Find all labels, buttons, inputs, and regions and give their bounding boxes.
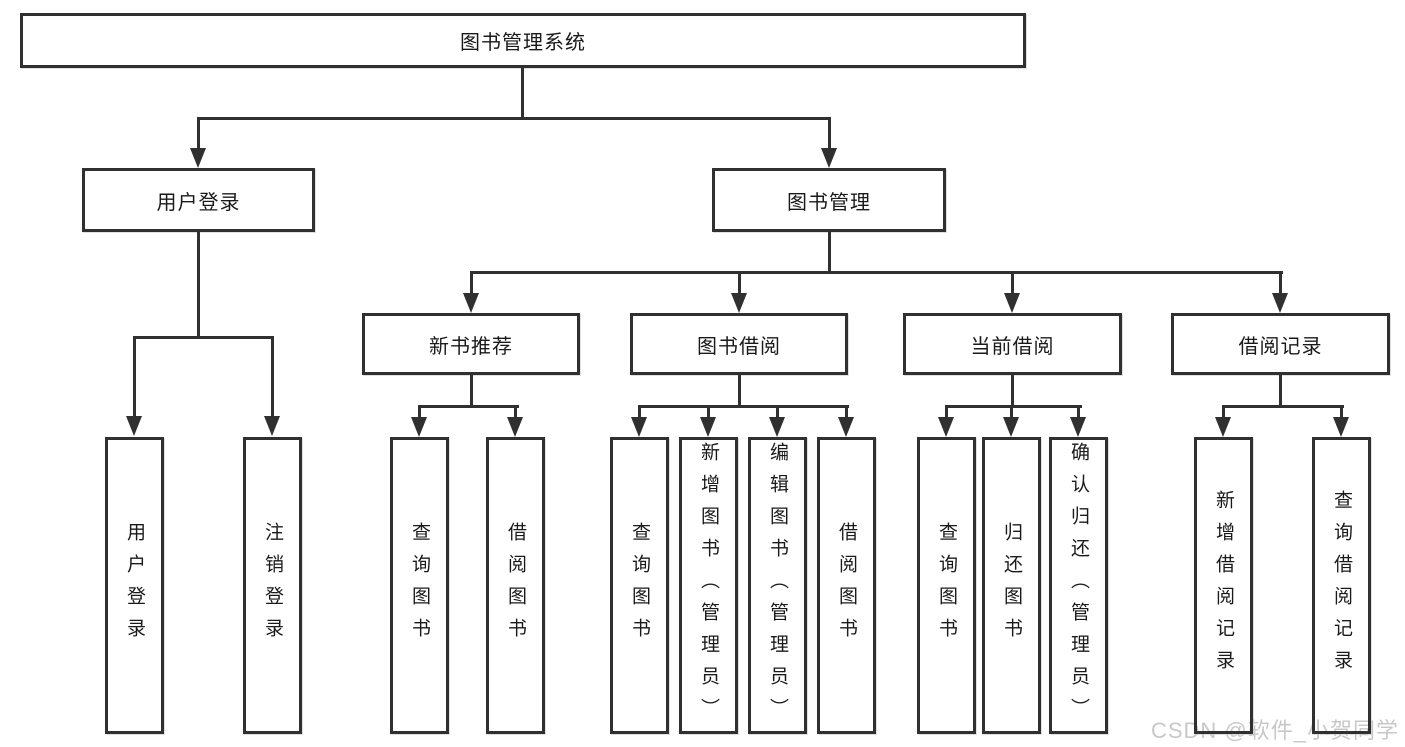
connector-current-borrow-stem bbox=[1011, 373, 1014, 408]
arrowhead-book-borrow bbox=[731, 293, 747, 313]
arrowhead-return-book bbox=[1003, 417, 1019, 437]
arrowhead-query-book-3 bbox=[938, 417, 954, 437]
connector-new-book-stem bbox=[470, 373, 473, 408]
connector-drop bbox=[707, 405, 710, 421]
arrowhead-current-borrow bbox=[1004, 293, 1020, 313]
leaf-user-login: 用户登录 bbox=[105, 437, 164, 734]
connector-book-mgmt-stem bbox=[828, 230, 831, 274]
arrowhead-query-record bbox=[1333, 417, 1349, 437]
leaf-return-book: 归还图书 bbox=[982, 437, 1041, 734]
connector-borrow-records-split bbox=[1222, 405, 1344, 408]
connector-drop-current-borrow bbox=[1011, 271, 1014, 297]
arrowhead-borrow-book-1 bbox=[507, 417, 523, 437]
leaf-query-book-under-book-borrow: 查询图书 bbox=[610, 437, 669, 734]
connector-root-right-drop bbox=[828, 117, 831, 152]
leaf-edit-book-admin: 编辑图书（管理员） bbox=[748, 437, 807, 734]
leaf-borrow-book-under-new-book: 借阅图书 bbox=[486, 437, 545, 734]
arrowhead-user-login bbox=[190, 148, 206, 168]
connector-root-left-drop bbox=[197, 117, 200, 152]
arrowhead-borrow-book-2 bbox=[838, 417, 854, 437]
arrowhead-book-management bbox=[821, 148, 837, 168]
connector-drop-logout-leaf bbox=[271, 336, 274, 420]
connector-drop bbox=[845, 405, 848, 421]
connector-drop-new-book bbox=[470, 271, 473, 297]
connector-user-login-stem bbox=[197, 230, 200, 339]
connector-drop bbox=[776, 405, 779, 421]
arrowhead-edit-book bbox=[769, 417, 785, 437]
connector-current-borrow-split bbox=[945, 405, 1082, 408]
connector-root-split bbox=[197, 117, 831, 120]
connector-root-stem bbox=[521, 65, 524, 119]
connector-book-borrow-split bbox=[638, 405, 849, 408]
connector-drop-user-login-leaf bbox=[133, 336, 136, 420]
arrowhead-new-book bbox=[463, 293, 479, 313]
node-user-login: 用户登录 bbox=[82, 168, 315, 232]
leaf-query-book-under-new-book: 查询图书 bbox=[390, 437, 449, 734]
connector-drop bbox=[1010, 405, 1013, 421]
connector-borrow-records-stem bbox=[1279, 373, 1282, 408]
csdn-watermark: CSDN @软件_小贺同学 bbox=[1150, 718, 1399, 743]
arrowhead-confirm-return bbox=[1070, 417, 1086, 437]
arrowhead-logout-leaf bbox=[264, 416, 280, 436]
connector-drop bbox=[945, 405, 948, 421]
connector-drop bbox=[1340, 405, 1343, 421]
connector-user-login-split bbox=[133, 336, 274, 339]
connector-drop-borrow-records bbox=[1279, 271, 1282, 297]
leaf-query-borrow-record: 查询借阅记录 bbox=[1312, 437, 1371, 734]
node-library-system: 图书管理系统 bbox=[20, 13, 1026, 68]
arrowhead-add-book bbox=[700, 417, 716, 437]
connector-drop-book-borrow bbox=[738, 271, 741, 297]
node-current-borrow: 当前借阅 bbox=[903, 313, 1122, 375]
leaf-query-book-under-current-borrow: 查询图书 bbox=[917, 437, 976, 734]
connector-drop bbox=[1077, 405, 1080, 421]
arrowhead-add-record bbox=[1215, 417, 1231, 437]
leaf-add-book-admin: 新增图书（管理员） bbox=[679, 437, 738, 734]
node-borrow-records: 借阅记录 bbox=[1171, 313, 1390, 375]
connector-drop bbox=[418, 405, 421, 421]
connector-book-borrow-stem bbox=[738, 373, 741, 408]
arrowhead-borrow-records bbox=[1272, 293, 1288, 313]
node-book-management: 图书管理 bbox=[712, 168, 946, 232]
node-book-borrow: 图书借阅 bbox=[630, 313, 848, 375]
arrowhead-query-book-2 bbox=[631, 417, 647, 437]
leaf-confirm-return-admin: 确认归还（管理员） bbox=[1049, 437, 1108, 734]
connector-drop bbox=[1222, 405, 1225, 421]
leaf-logout-login: 注销登录 bbox=[243, 437, 302, 734]
arrowhead-user-login-leaf bbox=[126, 416, 142, 436]
node-new-book-recommend: 新书推荐 bbox=[362, 313, 580, 375]
leaf-add-borrow-record: 新增借阅记录 bbox=[1194, 437, 1253, 734]
connector-book-mgmt-split bbox=[470, 271, 1283, 274]
connector-drop bbox=[514, 405, 517, 421]
connector-drop bbox=[638, 405, 641, 421]
leaf-borrow-book-under-book-borrow: 借阅图书 bbox=[817, 437, 876, 734]
connector-new-book-split bbox=[419, 405, 519, 408]
arrowhead-query-book-1 bbox=[411, 417, 427, 437]
